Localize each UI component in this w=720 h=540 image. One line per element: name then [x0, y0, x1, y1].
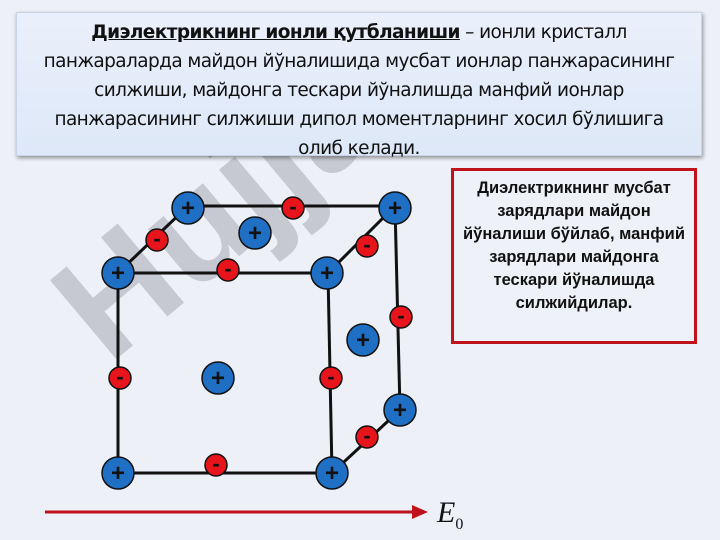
field-arrow-head: [412, 505, 428, 519]
negative-ion-sign: -: [327, 364, 334, 389]
field-subscript: 0: [455, 516, 464, 533]
positive-ion-sign: +: [111, 260, 125, 287]
negative-ion: [319, 366, 343, 390]
negative-ion: [204, 453, 228, 477]
positive-ion: [383, 393, 417, 427]
positive-ion-sign: +: [181, 195, 195, 222]
definition-text: – ионли кристалл панжараларда майдон йўн…: [43, 22, 675, 159]
positive-ion: [315, 456, 349, 490]
negative-ion-sign: -: [363, 423, 370, 448]
note-box: Диэлектрикнинг мусбат зарядлари майдон й…: [451, 168, 697, 344]
positive-ion-sign: +: [393, 397, 407, 424]
negative-ion-sign: -: [363, 232, 370, 257]
positive-ion: [101, 456, 135, 490]
positive-ion-sign: +: [325, 460, 339, 487]
positive-ion: [346, 323, 380, 357]
positive-ion: [378, 191, 412, 225]
negative-ion: [355, 425, 379, 449]
positive-ion-sign: +: [111, 460, 125, 487]
negative-ion: [145, 228, 169, 252]
positive-ion-sign: +: [211, 365, 225, 392]
negative-ion-sign: -: [224, 256, 231, 281]
negative-ion-sign: -: [212, 451, 219, 476]
definition-box: Диэлектрикнинг ионли қутбланиши – ионли …: [16, 12, 702, 159]
negative-ion: [281, 196, 305, 220]
field-label: E0: [437, 496, 463, 534]
negative-ion: [389, 305, 413, 329]
negative-ion: [108, 366, 132, 390]
negative-ion-sign: -: [153, 226, 160, 251]
positive-ion: [101, 256, 135, 290]
field-symbol: E: [437, 496, 456, 529]
definition-term: Диэлектрикнинг ионли қутбланиши: [91, 22, 460, 43]
negative-ion: [355, 234, 379, 258]
positive-ion-sign: +: [320, 260, 334, 287]
positive-ion-sign: +: [356, 327, 370, 354]
negative-ion-sign: -: [397, 303, 404, 328]
negative-ion-sign: -: [116, 364, 123, 389]
positive-ion: [201, 361, 235, 395]
negative-ion-sign: -: [289, 194, 296, 219]
positive-ion: [171, 191, 205, 225]
positive-ion: [238, 216, 272, 250]
positive-ion-sign: +: [388, 195, 402, 222]
negative-ion: [216, 258, 240, 282]
positive-ion: [310, 256, 344, 290]
positive-ion-sign: +: [248, 220, 262, 247]
note-text: Диэлектрикнинг мусбат зарядлари майдон й…: [463, 179, 685, 312]
